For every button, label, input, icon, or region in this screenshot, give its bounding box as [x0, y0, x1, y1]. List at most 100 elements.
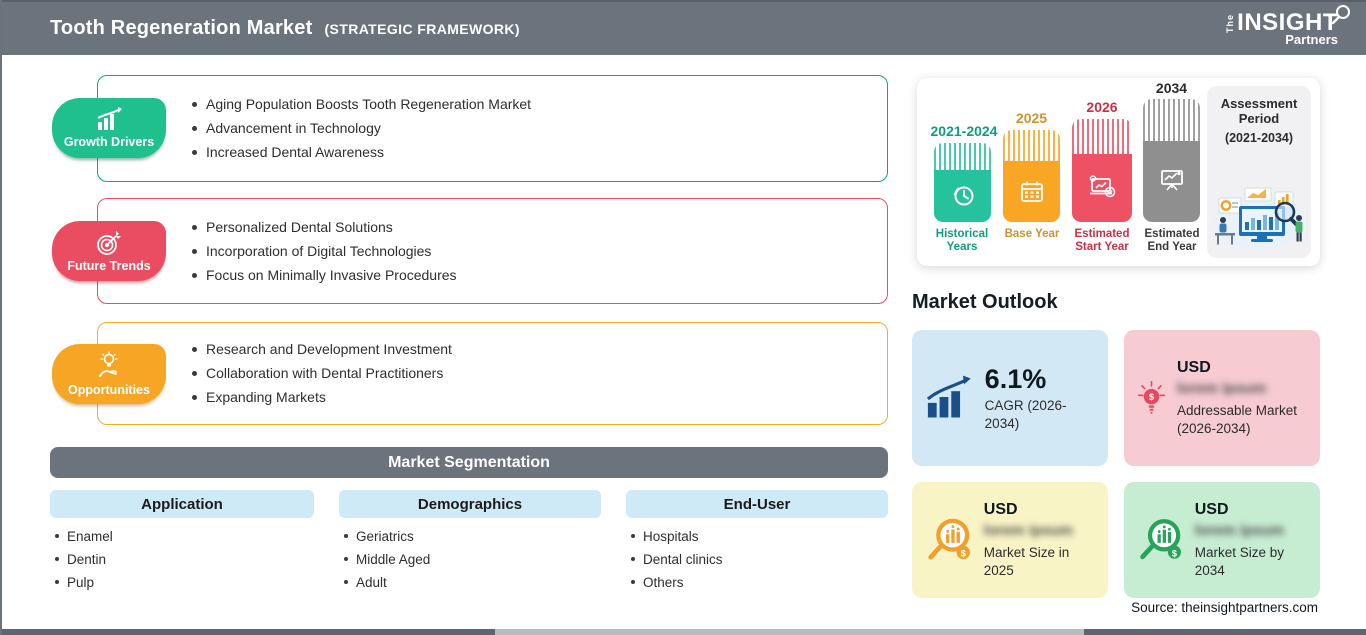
segment-column-title: Demographics [417, 495, 523, 513]
bar-body [1143, 140, 1200, 222]
history-clock-icon [953, 186, 973, 206]
timeline-year: 2026 [1086, 99, 1118, 115]
list-item: Geriatrics [343, 528, 430, 545]
bar-stripes [1072, 119, 1132, 155]
cagr-value: 6.1% [984, 363, 1047, 394]
list-item: Personalized Dental Solutions [190, 219, 867, 236]
list-item: Aging Population Boosts Tooth Regenerati… [190, 96, 867, 113]
timeline-year: 2021-2024 [930, 123, 998, 139]
forecast-timeline-card: 2021-2024 2025 2026 2034 [917, 78, 1320, 266]
segment-column-application: Application [50, 490, 314, 518]
application-items: Enamel Dentin Pulp [54, 524, 113, 597]
badge-label: Future Trends [67, 258, 151, 273]
svg-text:$: $ [1172, 548, 1178, 558]
page-subtitle: (STRATEGIC FRAMEWORK) [324, 20, 520, 37]
assessment-period-panel: Assessment Period (2021-2034) [1207, 86, 1311, 258]
header-bar: Tooth Regeneration Market (STRATEGIC FRA… [2, 0, 1366, 55]
magnifier-chart-icon: $ [1140, 519, 1181, 560]
future-trends-box: Personalized Dental Solutions Incorporat… [97, 198, 888, 304]
analytics-illustration [1213, 187, 1305, 250]
end-user-items: Hospitals Dental clinics Others [630, 524, 723, 597]
cagr-card: 6.1% CAGR (2026-2034) [912, 330, 1108, 466]
timeline-year: 2034 [1155, 80, 1188, 96]
timeline-caption: Historical Years [935, 228, 989, 253]
source-attribution: Source: theinsightpartners.com [1131, 600, 1318, 615]
page-title: Tooth Regeneration Market [50, 17, 313, 39]
opportunities-list: Research and Development Investment Coll… [190, 334, 867, 413]
insight-partners-logo: The INSIGHT Partners [1225, 4, 1350, 47]
redacted-value: lorem ipsum [1177, 379, 1267, 397]
assessment-title: Assessment Period [1220, 96, 1298, 126]
bar-stripes [1003, 130, 1060, 162]
bar-stripes [934, 143, 991, 170]
timeline-caption: Base Year [1004, 228, 1060, 240]
usd-label: USD [1194, 500, 1229, 518]
svg-text:$: $ [1149, 391, 1155, 402]
list-item: Adult [343, 574, 430, 591]
list-item: Advancement in Technology [190, 120, 867, 137]
list-item: Focus on Minimally Invasive Procedures [190, 267, 867, 284]
segment-column-demographics: Demographics [339, 490, 601, 518]
market-segmentation-header: Market Segmentation [50, 447, 888, 478]
bar-body [934, 169, 991, 222]
growth-chart-icon [97, 107, 122, 130]
addressable-market-card: $ USD lorem ipsum Addressable Market (20… [1124, 330, 1320, 466]
usd-label: USD [983, 500, 1018, 518]
logo-insight-text: INSIGHT [1237, 8, 1338, 36]
card-label: Addressable Market (2026-2034) [1177, 402, 1298, 436]
estimated-end-year-bar [1143, 99, 1200, 222]
card-label: Market Size by 2034 [1194, 544, 1284, 578]
segment-column-end-user: End-User [626, 490, 888, 518]
card-label: Market Size in 2025 [983, 544, 1070, 578]
growth-drivers-list: Aging Population Boosts Tooth Regenerati… [190, 89, 867, 168]
list-item: Others [630, 574, 723, 591]
future-trends-badge: Future Trends [52, 221, 166, 281]
bulb-hand-icon [99, 351, 118, 377]
future-trends-list: Personalized Dental Solutions Incorporat… [190, 212, 867, 291]
list-item: Dentin [54, 551, 113, 568]
market-size-2025-card: $ USD lorem ipsum Market Size in 2025 [912, 482, 1108, 598]
redacted-value: lorem ipsum [1194, 521, 1284, 539]
logo-partners-text: Partners [1285, 31, 1338, 47]
growth-drivers-badge: Growth Drivers [52, 98, 166, 158]
magnifier-icon [1331, 4, 1350, 24]
list-item: Expanding Markets [190, 389, 867, 406]
timeline-caption: Estimated Start Year [1074, 228, 1130, 253]
logo-the-text: The [1225, 13, 1236, 33]
list-item: Research and Development Investment [190, 341, 867, 358]
list-item: Enamel [54, 528, 113, 545]
timeline-caption: Estimated End Year [1144, 228, 1200, 253]
market-segmentation-title: Market Segmentation [388, 453, 550, 471]
badge-label: Opportunities [68, 383, 150, 397]
bar-body [1072, 154, 1132, 222]
list-item: Increased Dental Awareness [190, 144, 867, 161]
target-arrow-icon [97, 230, 121, 255]
presentation-board-icon [1160, 170, 1183, 191]
list-item: Hospitals [630, 528, 723, 545]
assessment-range: (2021-2034) [1224, 131, 1294, 145]
market-size-2034-card: $ USD lorem ipsum Market Size by 2034 [1124, 482, 1320, 598]
bottom-edge-mid [495, 629, 1084, 635]
opportunities-badge: Opportunities [52, 344, 166, 404]
svg-text:$: $ [961, 549, 967, 560]
list-item: Collaboration with Dental Practitioners [190, 365, 867, 382]
forecast-monitor-icon [1089, 175, 1116, 198]
list-item: Incorporation of Digital Technologies [190, 243, 867, 260]
cagr-growth-icon [926, 375, 971, 418]
bar-stripes [1143, 99, 1200, 141]
segment-column-title: Application [141, 495, 223, 513]
list-item: Pulp [54, 574, 113, 591]
list-item: Dental clinics [630, 551, 723, 568]
bottom-edge-bar [2, 629, 1366, 635]
badge-label: Growth Drivers [63, 135, 155, 149]
market-outlook-title: Market Outlook [912, 291, 1058, 313]
dollar-bulb-icon: $ [1137, 381, 1166, 414]
base-year-bar [1003, 130, 1060, 222]
demographics-items: Geriatrics Middle Aged Adult [343, 524, 430, 597]
timeline-year: 2025 [1015, 110, 1048, 126]
cagr-label: CAGR (2026-2034) [984, 397, 1067, 431]
redacted-value: lorem ipsum [983, 521, 1073, 539]
opportunities-box: Research and Development Investment Coll… [97, 322, 888, 425]
bar-body [1003, 161, 1060, 222]
usd-label: USD [1177, 358, 1211, 376]
